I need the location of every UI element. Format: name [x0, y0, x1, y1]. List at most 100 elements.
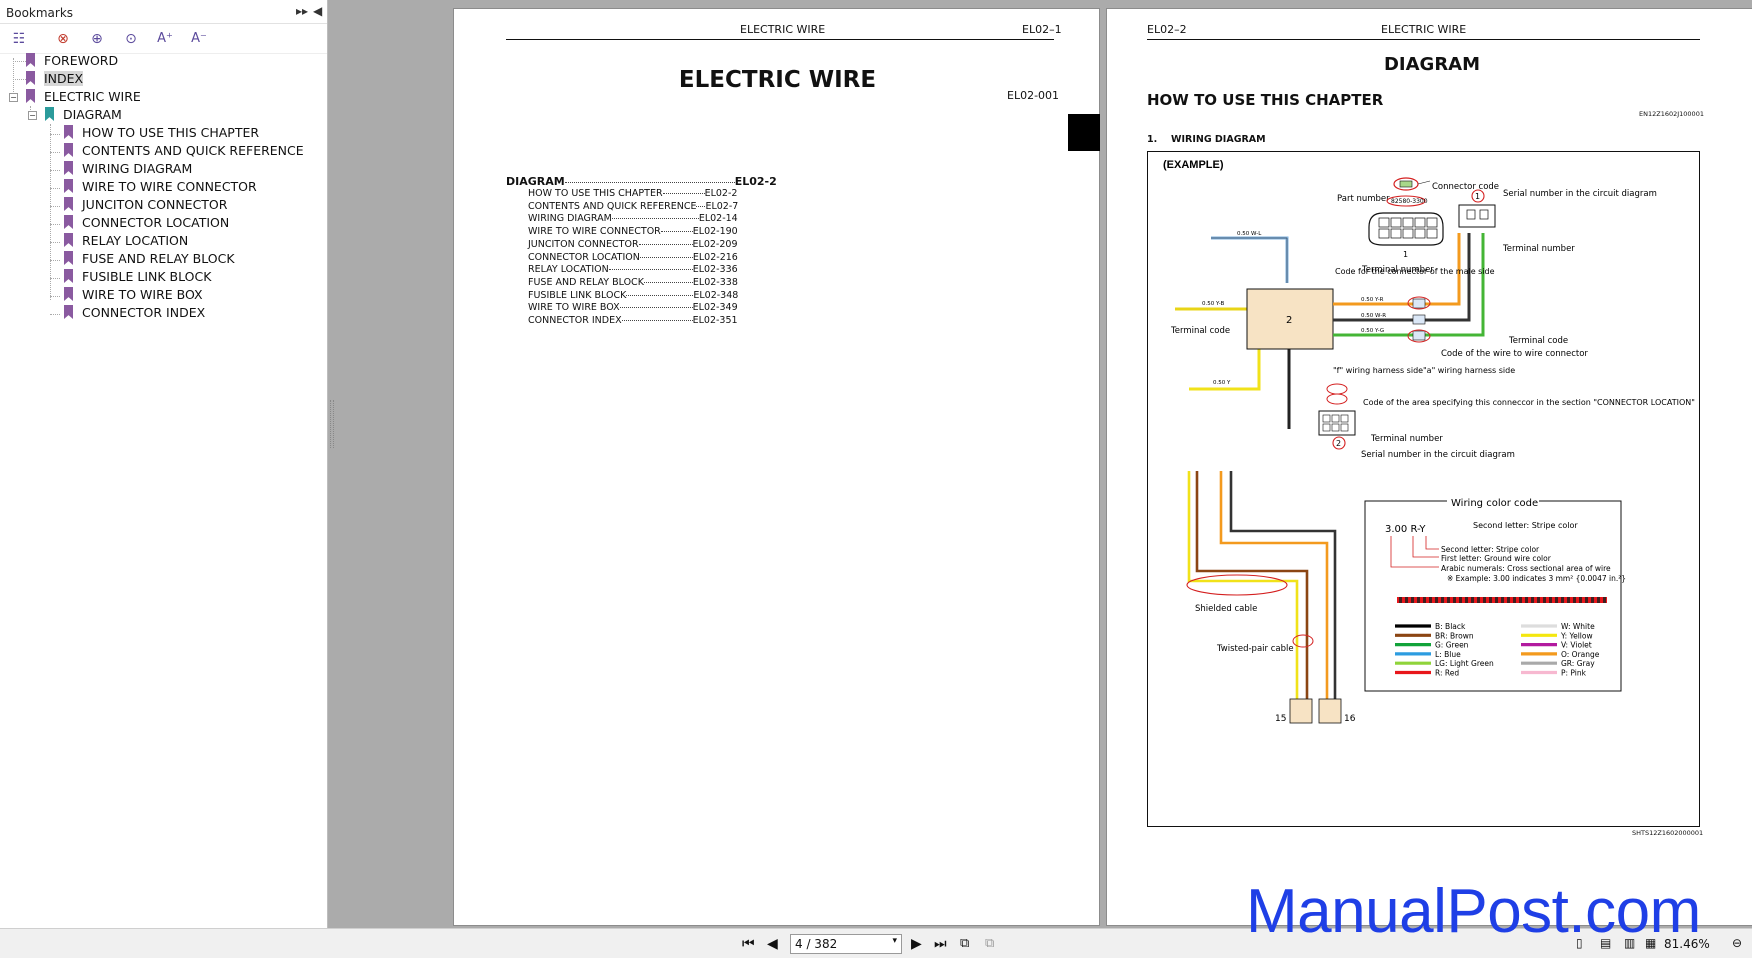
header-rule [506, 39, 1054, 40]
bookmark-fuse-relay-block[interactable]: FUSE AND RELAY BLOCK [64, 251, 235, 269]
status-bar: ⏮ ◀ 4 / 382▾ ▶ ⏭ ⧉ ⧉ ▯ ▤ ▥ ▦ 81.46% ⊖ [0, 928, 1752, 958]
page-number-field[interactable]: 4 / 382▾ [790, 934, 902, 954]
bookmark-icon [64, 233, 73, 247]
svg-text:Terminal code: Terminal code [1170, 326, 1230, 336]
svg-text:First letter: Ground wire colo: First letter: Ground wire color [1441, 554, 1552, 563]
increase-font-icon[interactable]: A⁺ [157, 31, 173, 46]
svg-text:"f" wiring harness side: "f" wiring harness side [1333, 366, 1423, 375]
svg-text:Second letter: Stripe color: Second letter: Stripe color [1473, 521, 1578, 530]
svg-text:Serial number in the circuit d: Serial number in the circuit diagram [1503, 189, 1657, 199]
bookmark-icon [64, 215, 73, 229]
layout-continuous-icon[interactable]: ▤ [1600, 936, 1612, 950]
color-code-label: GR: Gray [1561, 659, 1595, 668]
bookmark-connector-location[interactable]: CONNECTOR LOCATION [64, 215, 229, 233]
example-label: (EXAMPLE) [1163, 159, 1224, 171]
bookmark-icon [64, 287, 73, 301]
bookmark-icon [64, 269, 73, 283]
svg-text:Terminal code: Terminal code [1508, 336, 1568, 346]
page-title: DIAGRAM [1383, 54, 1481, 75]
first-page-icon[interactable]: ⏮ [742, 936, 755, 952]
bookmark-electric-wire[interactable]: ELECTRIC WIRE [26, 89, 141, 107]
svg-text:0.50 Y-G: 0.50 Y-G [1361, 328, 1384, 334]
svg-text:0.50 Y-B: 0.50 Y-B [1202, 301, 1224, 307]
layout-facing-icon[interactable]: ▥ [1624, 936, 1636, 950]
chevron-down-icon[interactable]: ▾ [892, 936, 897, 946]
search-bookmark-icon[interactable]: ⊙ [125, 31, 137, 47]
bookmark-relay-location[interactable]: RELAY LOCATION [64, 233, 188, 251]
bookmarks-panel: Bookmarks ▸▸ ◀ ☷ ⊗ ⊕ ⊙ A⁺ A⁻ − − FOREWOR… [0, 0, 328, 928]
bookmark-foreword[interactable]: FOREWORD [26, 53, 118, 71]
page-title: ELECTRIC WIRE [678, 67, 877, 93]
collapse-toggle[interactable]: − [9, 93, 18, 102]
panel-resize-handle[interactable] [330, 400, 334, 448]
doc-code: EL02-001 [1007, 89, 1060, 102]
next-page-icon[interactable]: ▶ [911, 936, 922, 952]
color-code-label: R: Red [1435, 669, 1459, 678]
svg-text:16: 16 [1344, 714, 1356, 724]
decrease-font-icon[interactable]: A⁻ [191, 31, 207, 46]
svg-text:0.50 W-L: 0.50 W-L [1237, 231, 1262, 237]
layout-cover-icon[interactable]: ▦ [1645, 936, 1657, 950]
collapse-toggle[interactable]: − [28, 111, 37, 120]
svg-text:Arabic numerals: Cross section: Arabic numerals: Cross sectional area of… [1441, 564, 1611, 573]
bookmark-icon [64, 251, 73, 265]
add-bookmark-icon[interactable]: ⊕ [91, 31, 103, 47]
svg-text:Code for the connector of the: Code for the connector of the male side [1335, 267, 1495, 276]
last-page-icon[interactable]: ⏭ [934, 936, 947, 952]
color-code-label: V: Violet [1561, 641, 1592, 650]
svg-text:※ Example: 3.00 indicates 3 mm: ※ Example: 3.00 indicates 3 mm² {0.0047 … [1447, 574, 1626, 583]
bookmark-junction-connector[interactable]: JUNCITON CONNECTOR [64, 197, 227, 215]
bookmark-wire-to-wire-connector[interactable]: WIRE TO WIRE CONNECTOR [64, 179, 257, 197]
color-code-label: BR: Brown [1435, 631, 1474, 640]
bookmark-icon [26, 89, 35, 103]
sub-number: 1. [1147, 134, 1158, 145]
bookmark-icon [64, 143, 73, 157]
single-page-view-icon[interactable]: ⧉ [960, 936, 970, 951]
bookmark-fusible-link-block[interactable]: FUSIBLE LINK BLOCK [64, 269, 211, 287]
bookmark-how-to-use[interactable]: HOW TO USE THIS CHAPTER [64, 125, 259, 143]
delete-bookmark-icon[interactable]: ⊗ [57, 31, 69, 47]
expand-all-icon[interactable]: ☷ [12, 31, 26, 47]
svg-text:Part number: Part number [1337, 194, 1390, 204]
svg-text:Shielded cable: Shielded cable [1195, 604, 1257, 614]
color-code-label: W: White [1561, 622, 1595, 631]
bookmark-contents[interactable]: CONTENTS AND QUICK REFERENCE [64, 143, 304, 161]
double-chevron-right-icon[interactable]: ▸▸ [296, 4, 309, 18]
zoom-level[interactable]: 81.46% [1664, 937, 1710, 951]
color-code-label: G: Green [1435, 641, 1469, 650]
bookmark-wire-to-wire-box[interactable]: WIRE TO WIRE BOX [64, 287, 203, 305]
continuous-view-icon[interactable]: ⧉ [985, 936, 995, 951]
wiring-diagram-example: (EXAMPLE) Connector code Part number 825… [1147, 151, 1700, 827]
svg-text:1: 1 [1403, 250, 1408, 259]
zoom-out-icon[interactable]: ⊖ [1732, 936, 1743, 950]
triangle-left-icon[interactable]: ◀ [313, 4, 323, 18]
pdf-page-left: ELECTRIC WIRE EL02–1 ELECTRIC WIRE EL02-… [453, 8, 1100, 926]
header-rule [1147, 39, 1700, 40]
svg-text:1: 1 [1475, 192, 1480, 201]
bookmark-wiring-diagram[interactable]: WIRING DIAGRAM [64, 161, 192, 179]
color-code-label: LG: Light Green [1435, 659, 1494, 668]
bookmark-diagram[interactable]: DIAGRAM [45, 107, 122, 125]
bookmark-connector-index[interactable]: CONNECTOR INDEX [64, 305, 205, 323]
page-number: EL02–2 [1147, 23, 1187, 36]
svg-text:0.50 Y: 0.50 Y [1213, 380, 1231, 386]
previous-page-icon[interactable]: ◀ [767, 936, 778, 952]
bookmark-index[interactable]: INDEX [26, 71, 84, 89]
svg-text:0.50 W-R: 0.50 W-R [1361, 313, 1386, 319]
svg-text:2: 2 [1336, 439, 1341, 448]
svg-text:Code of the wire to wire conne: Code of the wire to wire connector [1441, 349, 1588, 359]
svg-text:2: 2 [1286, 315, 1292, 326]
layout-single-icon[interactable]: ▯ [1576, 936, 1583, 950]
